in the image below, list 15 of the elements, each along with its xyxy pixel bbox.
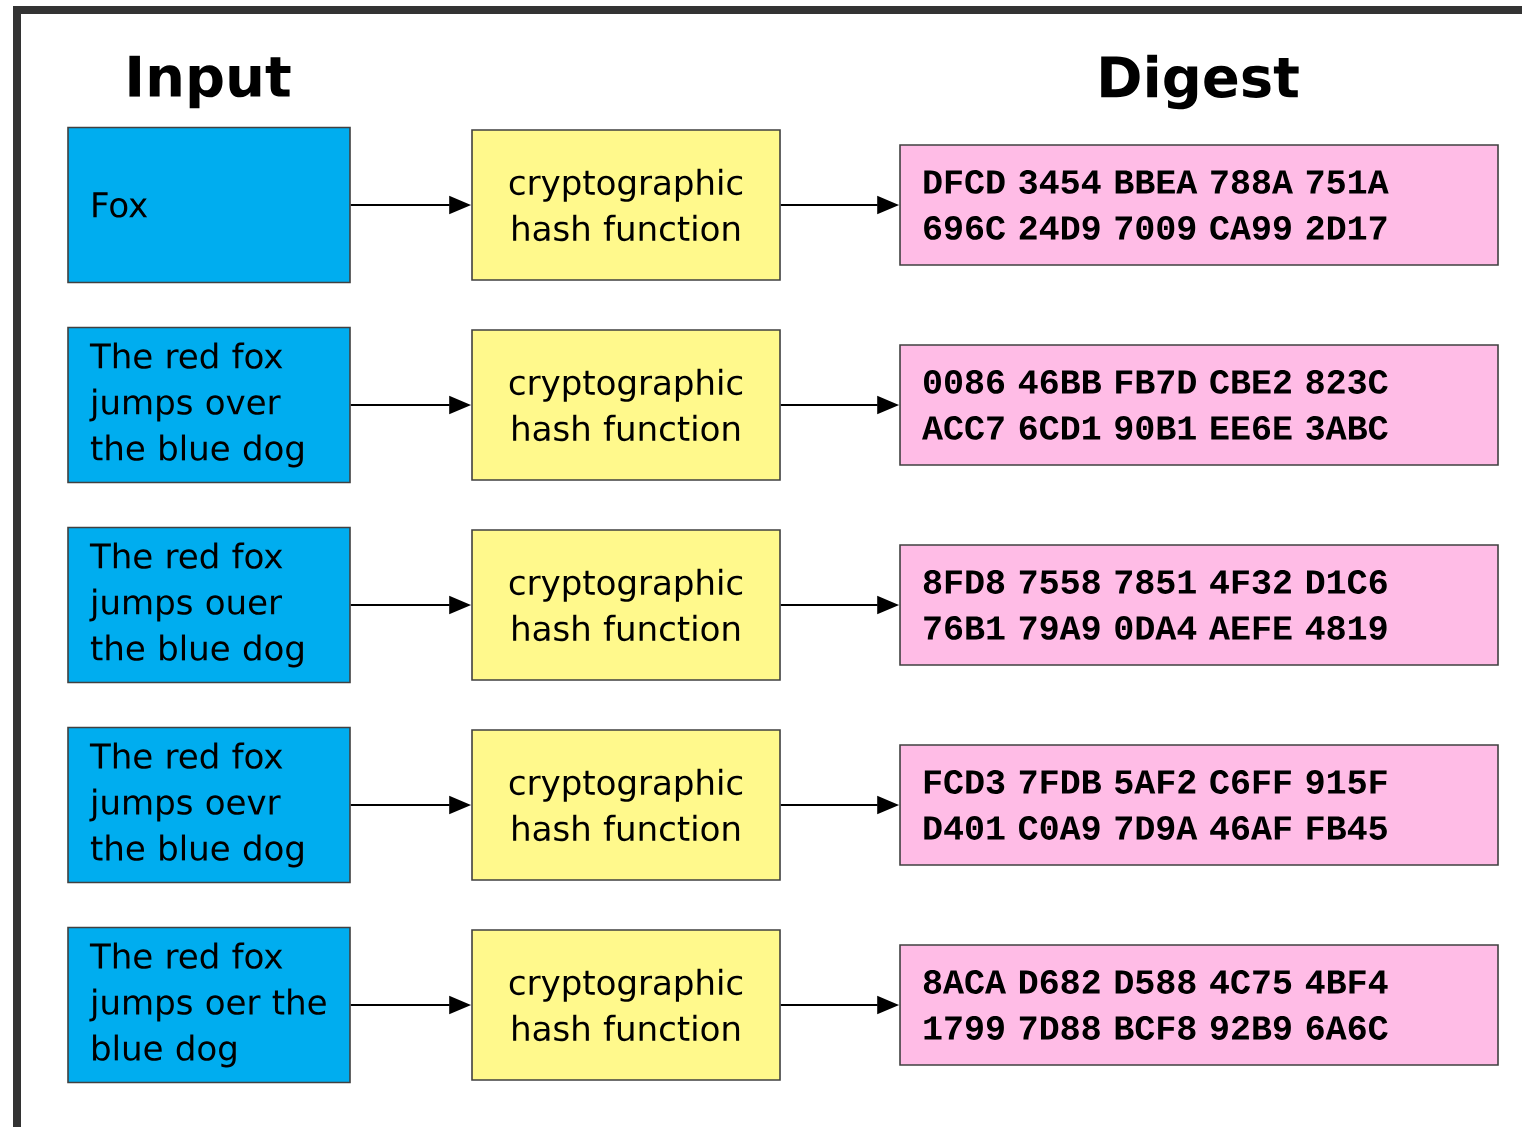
input-box: The red fox jumps over the blue dog bbox=[67, 326, 351, 484]
digest-box: 0086 46BB FB7D CBE2 823C ACC7 6CD1 90B1 EE6E 3ABC bbox=[899, 344, 1499, 466]
digest-box: FCD3 7FDB 5AF2 C6FF 915F D401 C0A9 7D9A 46AF FB45 bbox=[899, 744, 1499, 866]
hash-function-box: cryptographic hash function bbox=[471, 529, 781, 681]
digest-box: 8ACA D682 D588 4C75 4BF4 1799 7D88 BCF8 92B9 6A6C bbox=[899, 944, 1499, 1066]
hash-function-box: cryptographic hash function bbox=[471, 929, 781, 1081]
input-box: Fox bbox=[67, 126, 351, 284]
input-box: The red fox jumps oer the blue dog bbox=[67, 926, 351, 1084]
digest-box: 8FD8 7558 7851 4F32 D1C6 76B1 79A9 0DA4 AEFE 4819 bbox=[899, 544, 1499, 666]
input-box: The red fox jumps oevr the blue dog bbox=[67, 726, 351, 884]
input-box: The red fox jumps ouer the blue dog bbox=[67, 526, 351, 684]
hash-function-box: cryptographic hash function bbox=[471, 129, 781, 281]
hash-function-box: cryptographic hash function bbox=[471, 729, 781, 881]
hash-function-box: cryptographic hash function bbox=[471, 329, 781, 481]
digest-box: DFCD 3454 BBEA 788A 751A 696C 24D9 7009 CA99 2D17 bbox=[899, 144, 1499, 266]
